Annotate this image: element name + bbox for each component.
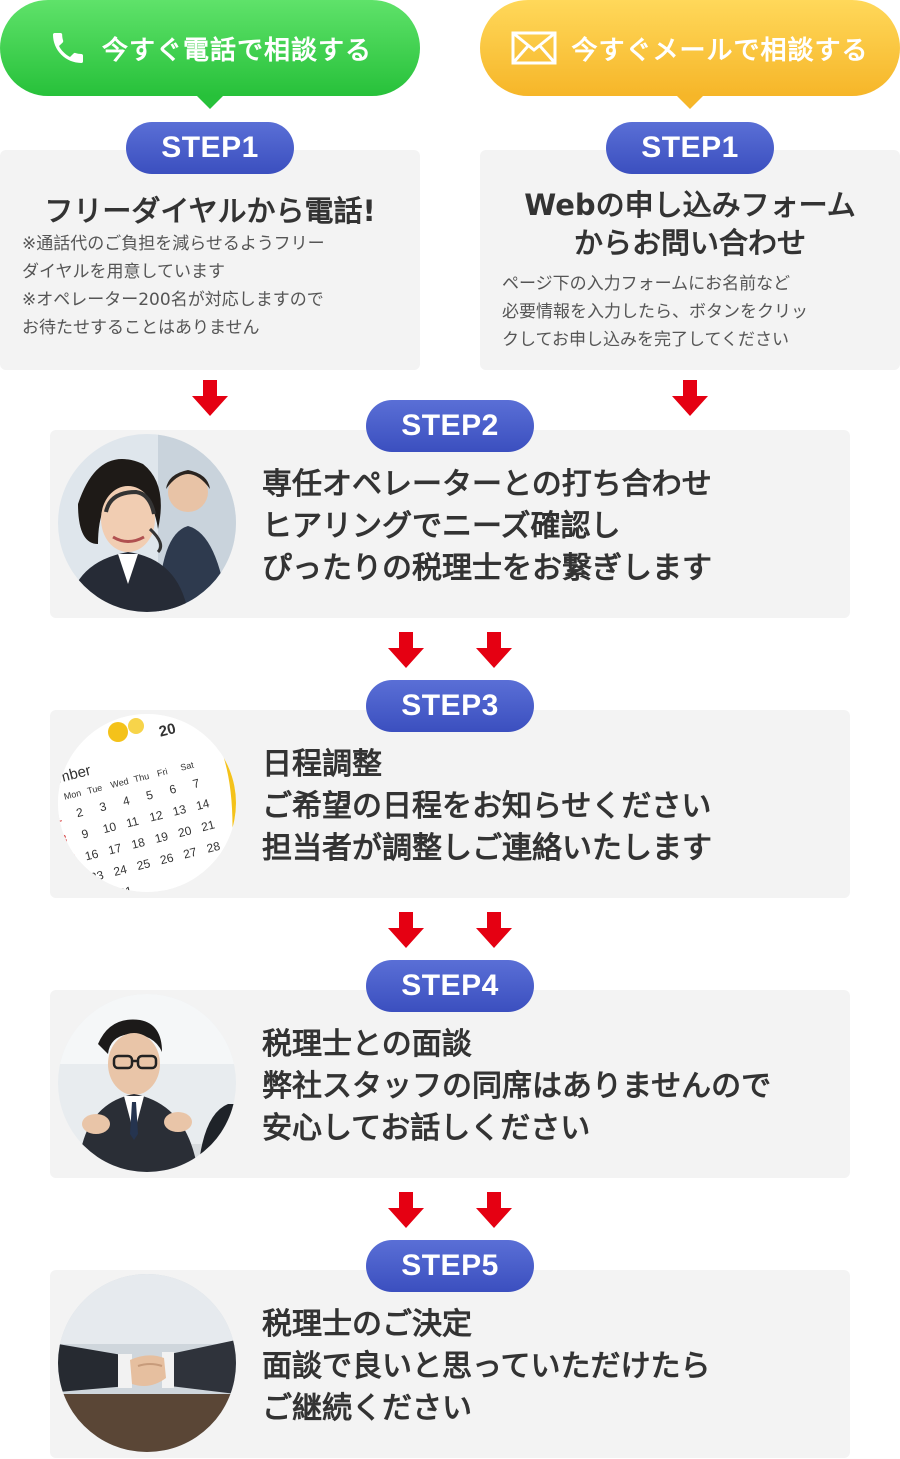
svg-text:18: 18 [130,835,147,852]
svg-text:24: 24 [112,862,129,879]
step4-line: 安心してお話しください [262,1111,591,1146]
step4-line: 弊社スタッフの同席はありませんので [262,1069,772,1104]
svg-text:22: 22 [67,873,84,890]
step2-line: ぴったりの税理士をお繋ぎします [262,551,712,586]
phone-consult-label: 今すぐ電話で相談する [101,35,372,66]
down-arrow-icon [476,632,512,668]
svg-text:1: 1 [58,810,64,825]
step5-description: 税理士のご決定 面談で良いと思っていただけたら ご継続ください [262,1304,711,1430]
envelope-icon [511,31,557,65]
step1-web-line: ページ下の入力フォームにお名前など [502,274,791,294]
handshake-photo [58,1274,236,1452]
phone-consult-button[interactable]: 今すぐ電話で相談する [0,0,420,96]
svg-text:25: 25 [135,856,152,873]
step2-box: 専任オペレーターとの打ち合わせ ヒアリングでニーズ確認し ぴったりの税理士をお繋… [50,430,850,618]
step4-description: 税理士との面談 弊社スタッフの同席はありませんので 安心してお話しください [262,1024,771,1150]
down-arrow-icon [388,912,424,948]
meeting-photo [58,994,236,1172]
svg-text:30: 30 [94,889,111,892]
step1-web-title-line: からお問い合わせ [573,226,806,260]
svg-text:6: 6 [168,782,178,797]
step2-line: ヒアリングでニーズ確認し [262,509,621,544]
svg-text:31: 31 [117,883,134,892]
step1-phone-line: お待たせすることはありません [22,318,260,338]
calendar-day-header: Thu [133,771,150,784]
step1-web-line: クしてお申し込みを完了してください [502,330,789,350]
down-arrow-icon [388,1192,424,1228]
down-arrow-icon [476,912,512,948]
svg-text:16: 16 [83,846,100,863]
step1-web-line: 必要情報を入力したら、ボタンをクリッ [502,302,808,322]
svg-text:2: 2 [75,805,85,820]
svg-text:13: 13 [171,802,188,819]
step1-web-pill: STEP1 [606,122,774,174]
step4-line: 税理士との面談 [262,1027,472,1062]
svg-text:17: 17 [107,841,124,858]
svg-text:27: 27 [182,845,199,862]
svg-text:28: 28 [205,839,222,856]
step1-web-box: Webの申し込みフォーム からお問い合わせ ページ下の入力フォームにお名前など … [480,150,900,370]
step3-line: ご希望の日程をお知らせください [262,789,712,824]
phone-button-tail [196,95,224,109]
step5-pill: STEP5 [366,1240,534,1292]
svg-text:10: 10 [101,819,118,836]
calendar-year-text: 20 [157,720,177,741]
calendar-day-header: Fri [156,766,169,778]
calendar-day-header: Mon [63,788,82,802]
svg-text:9: 9 [80,826,90,841]
step5-line: 税理士のご決定 [262,1307,472,1342]
step3-line: 日程調整 [262,747,382,782]
svg-text:14: 14 [195,796,212,813]
calendar-day-header: Tue [86,783,103,796]
down-arrow-icon [192,380,228,416]
svg-text:4: 4 [121,793,131,808]
down-arrow-icon [476,1192,512,1228]
step1-web-title: Webの申し込みフォーム からお問い合わせ [480,186,900,262]
phone-icon [48,28,88,68]
operators-photo [58,434,236,612]
step3-pill: STEP3 [366,680,534,732]
step1-web-title-line: Webの申し込みフォーム [524,188,856,222]
svg-text:7: 7 [191,776,201,791]
svg-text:3: 3 [98,799,108,814]
svg-text:20: 20 [177,823,194,840]
step2-description: 専任オペレーターとの打ち合わせ ヒアリングでニーズ確認し ぴったりの税理士をお繋… [262,464,712,590]
svg-text:11: 11 [125,814,141,831]
svg-text:12: 12 [148,808,165,825]
step1-web-description: ページ下の入力フォームにお名前など 必要情報を入力したら、ボタンをクリッ クして… [502,270,894,354]
down-arrow-icon [388,632,424,668]
svg-text:26: 26 [159,850,176,867]
step1-phone-line: ダイヤルを用意しています [22,262,225,282]
step2-pill: STEP2 [366,400,534,452]
step1-phone-line: ※オペレーター200名が対応しますので [22,290,324,310]
step1-phone-pill: STEP1 [126,122,294,174]
mail-consult-label: 今すぐメールで相談する [571,35,869,66]
step5-line: 面談で良いと思っていただけたら [262,1349,711,1384]
step3-description: 日程調整 ご希望の日程をお知らせください 担当者が調整しご連絡いたします [262,744,712,870]
step2-line: 専任オペレーターとの打ち合わせ [262,467,712,502]
step3-line: 担当者が調整しご連絡いたします [262,831,712,866]
step5-box: 税理士のご決定 面談で良いと思っていただけたら ご継続ください [50,1270,850,1458]
svg-text:21: 21 [200,817,217,834]
step5-line: ご継続ください [262,1391,472,1426]
calendar-day-header: Sat [179,760,195,773]
step1-phone-line: ※通話代のご負担を減らせるようフリー [22,234,325,254]
svg-text:5: 5 [145,787,155,802]
step1-phone-description: ※通話代のご負担を減らせるようフリー ダイヤルを用意しています ※オペレーター2… [22,230,414,342]
calendar-day-header: Wed [109,776,129,790]
down-arrow-icon [672,380,708,416]
mail-consult-button[interactable]: 今すぐメールで相談する [480,0,900,96]
step4-pill: STEP4 [366,960,534,1012]
svg-text:19: 19 [153,829,170,846]
step1-phone-box: フリーダイヤルから電話! ※通話代のご負担を減らせるようフリー ダイヤルを用意し… [0,150,420,370]
step1-phone-title: フリーダイヤルから電話! [44,194,376,228]
mail-button-tail [676,95,704,109]
step4-box: 税理士との面談 弊社スタッフの同席はありませんので 安心してお話しください [50,990,850,1178]
